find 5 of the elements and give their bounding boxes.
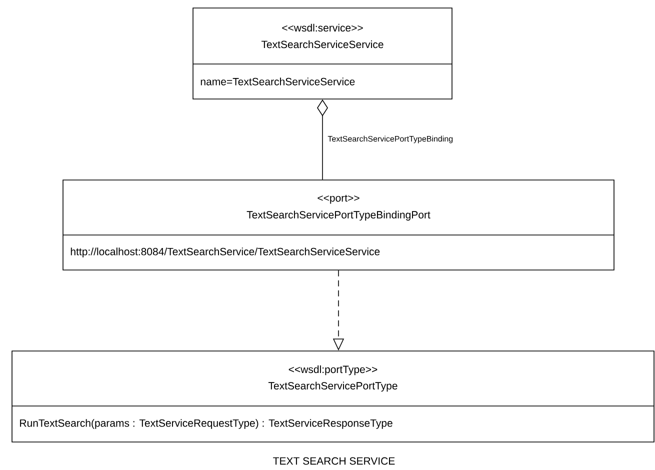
class-box: <<port>> TextSearchServicePortTypeBindingPort http://localhost:8084/TextSearchService/TextSearchServiceService (62, 180, 614, 270)
edge-label: TextSearchServicePortTypeBinding (328, 136, 453, 144)
class-box: <<wsdl:portType>> TextSearchServicePortType RunTextSearch(params : TextServiceRequestType) : TextServiceResponseType (12, 350, 654, 442)
class-box: <<wsdl:service>> TextSearchServiceService name=TextSearchServiceService (192, 8, 452, 100)
caption: TEXT SEARCH SERVICE (273, 457, 395, 465)
